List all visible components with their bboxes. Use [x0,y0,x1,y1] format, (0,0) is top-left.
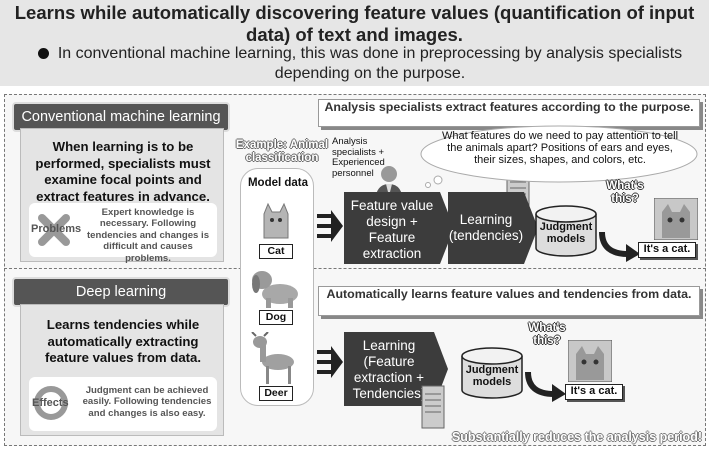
thought-cloud-icon [420,125,698,188]
server-icon [421,385,445,429]
cat-photo-icon [654,198,698,240]
deep-learning-box: Learning (Feature extraction + Tendencie… [344,332,434,406]
conventional-panel: When learning is to be performed, specia… [20,128,224,264]
effects-text: Judgment can be achieved easily. Followi… [82,385,212,419]
animal-label-deer: Deer [259,386,293,401]
curved-arrow-icon [599,231,640,262]
model-data-title: Model data [247,177,309,189]
whats-this-label: What's this? [528,322,566,347]
answer-box: It's a cat. [638,242,696,258]
question-cloud-text: What features do we need to pay attentio… [441,130,679,166]
section-divider [4,268,706,269]
curved-arrow-icon [525,371,566,402]
deep-learning-tab: Deep learning [12,277,230,307]
learning-box-arrow-tip [524,192,538,264]
cross-icon [38,214,70,246]
deep-learning-line-2: (Feature [363,354,415,369]
effects-label: Effects [32,397,69,409]
answer-box: It's a cat. [565,384,623,400]
feature-line-3: Feature [368,230,416,245]
bullet-icon [38,48,49,59]
dog-illustration-icon [252,271,298,308]
deep-learning-line-3: extraction + [353,370,425,385]
problems-label: Problems [31,223,82,235]
cat-photo-icon [568,340,612,382]
conventional-banner: Analysis specialists extract features ac… [318,99,700,127]
problems-box: Problems Expert knowledge is necessary. … [29,203,217,264]
judgment-models-label: Judgment models [465,364,519,388]
feature-line-1: Feature value [350,198,434,213]
problems-text: Expert knowledge is necessary. Following… [86,207,210,264]
deep-panel: Learns tendencies while automatically ex… [20,304,224,436]
cat-illustration-icon [263,202,289,239]
arrow-right-icon [317,210,343,242]
animal-label-cat: Cat [259,244,293,259]
circle-icon [34,386,68,420]
header-band: Learns while automatically discovering f… [0,0,709,86]
whats-this-label: What's this? [606,180,644,205]
deep-learning-line-1: Learning [362,338,416,353]
deep-learning-line-4: Tendencies) [352,386,426,401]
database-icon [461,347,523,399]
effects-box: Effects Judgment can be achieved easily.… [29,377,217,431]
animal-label-dog: Dog [259,310,293,325]
feature-extraction-box: Feature value design + Feature extractio… [344,192,440,264]
feature-line-2: design + [366,214,418,229]
learning-line-2: (tendencies) [448,228,524,243]
arrow-right-icon [317,346,343,378]
footer-callout: Substantially reduces the analysis perio… [451,430,702,444]
judgment-models-label: Judgment models [539,221,593,245]
analyst-note: Analysis specialists + Experienced perso… [332,136,385,179]
deep-description: Learns tendencies while automatically ex… [44,317,202,365]
learning-tendencies-box: Learning (tendencies) [448,192,524,264]
header-bullet-text: In conventional machine learning, this w… [57,45,683,82]
database-icon [535,205,597,257]
deep-banner: Automatically learns feature values and … [318,286,700,316]
conventional-description: When learning is to be performed, specia… [35,139,211,204]
feature-box-arrow-tip [440,192,454,264]
page-title: Learns while automatically discovering f… [14,2,695,45]
conventional-ml-tab: Conventional machine learning [12,102,230,132]
learning-line-1: Learning [459,212,513,227]
deer-illustration-icon [251,332,294,384]
feature-line-4: extraction [362,246,422,261]
example-label: Example: Animal classification [235,139,329,164]
